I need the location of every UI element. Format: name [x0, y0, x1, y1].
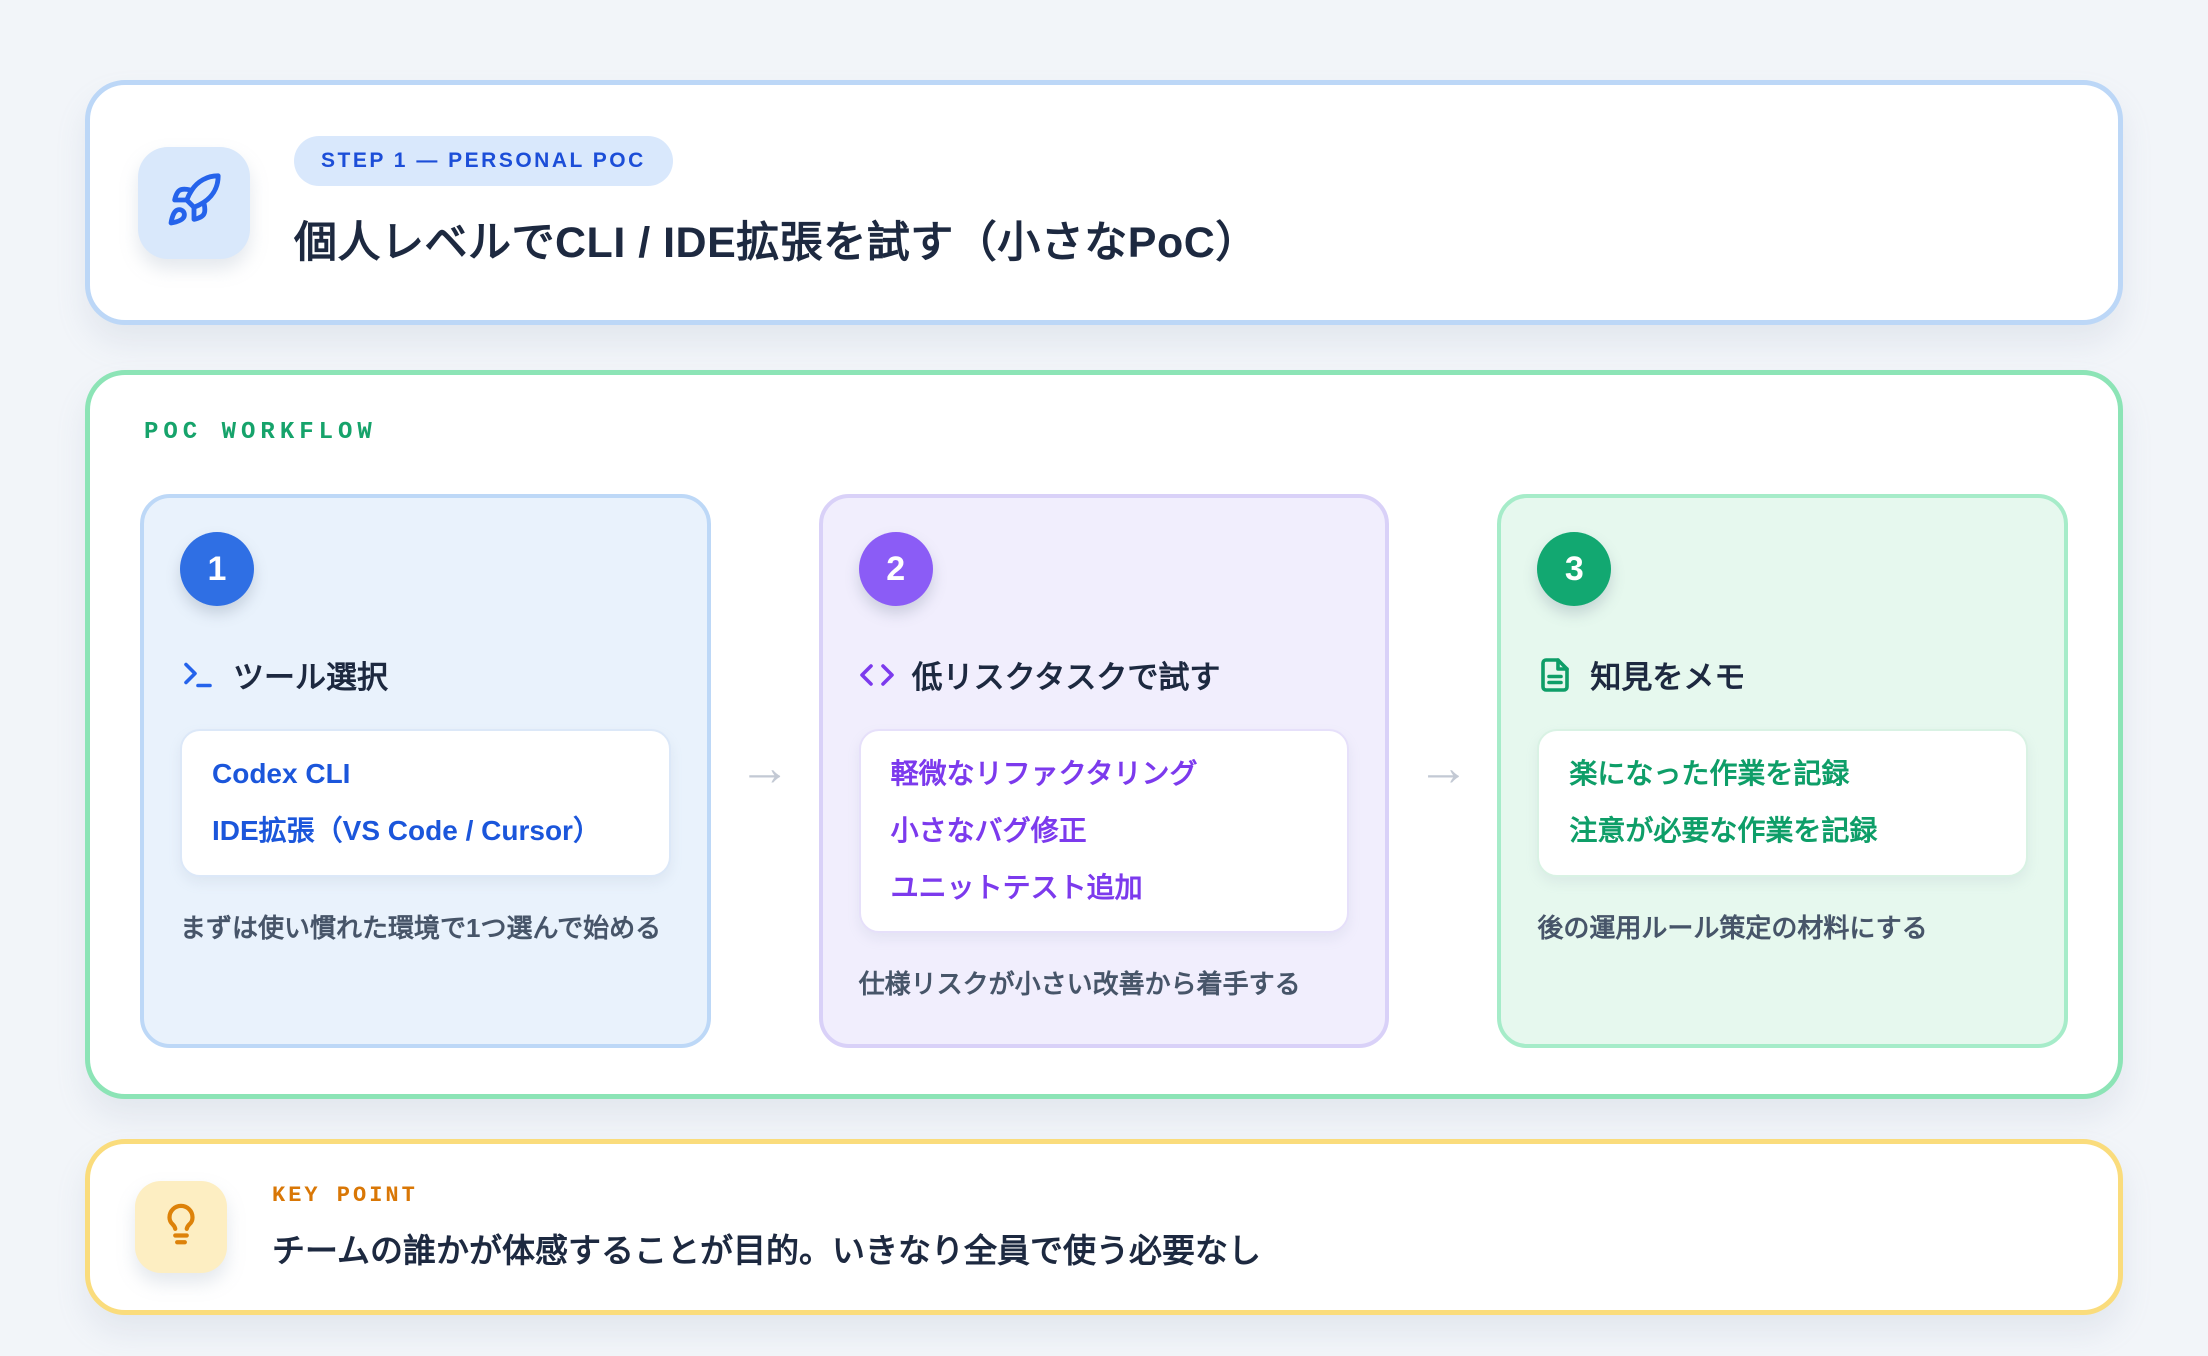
- card-head: 知見をメモ: [1537, 652, 1745, 697]
- workflow-card-low-risk-tasks: 2 低リスクタスクで試す 軽微なリファクタリング 小さなバグ修正 ユニットテスト…: [818, 494, 1390, 1049]
- card-title: ツール選択: [233, 660, 388, 695]
- workflow-cards-row: 1 ツール選択 Codex CLI IDE拡張（VS Code / Cursor…: [140, 494, 2069, 1049]
- keypoint-text: KEY POINT チームの誰かが体感することが目的。いきなり全員で使う必要なし: [272, 1183, 1261, 1272]
- rocket-icon-tile: [138, 146, 250, 259]
- arrow-right-icon: →: [738, 739, 791, 798]
- card-item: 注意が必要な作業を記録: [1569, 814, 1878, 846]
- workflow-label: POC WORKFLOW: [144, 419, 377, 446]
- keypoint-message: チームの誰かが体感することが目的。いきなり全員で使う必要なし: [272, 1231, 1262, 1269]
- header-text: STEP 1 — PERSONAL POC 個人レベルでCLI / IDE拡張を…: [294, 135, 1259, 270]
- header-panel: STEP 1 — PERSONAL POC 個人レベルでCLI / IDE拡張を…: [85, 80, 2123, 325]
- card-item: IDE拡張（VS Code / Cursor）: [212, 814, 601, 846]
- file-text-icon: [1537, 657, 1573, 693]
- card-items-box: 楽になった作業を記録 注意が必要な作業を記録: [1537, 729, 2029, 877]
- step-number-badge: 2: [858, 532, 933, 606]
- card-head: 低リスクタスクで試す: [859, 652, 1221, 697]
- card-item: Codex CLI: [212, 758, 351, 789]
- card-title: 知見をメモ: [1590, 660, 1746, 695]
- workflow-card-note-learnings: 3 知見をメモ 楽になった作業を記録 注意が必要な作業を記録: [1497, 494, 2069, 1049]
- workflow-panel: POC WORKFLOW 1 ツール選択 Codex CLI IDE拡張: [85, 370, 2123, 1100]
- card-title: 低リスクタスクで試す: [911, 660, 1221, 695]
- terminal-icon: [180, 657, 216, 693]
- card-items-box: Codex CLI IDE拡張（VS Code / Cursor）: [180, 729, 671, 877]
- card-item: 楽になった作業を記録: [1569, 758, 1850, 789]
- card-item: 軽微なリファクタリング: [890, 758, 1198, 789]
- keypoint-label: KEY POINT: [272, 1182, 418, 1208]
- page: STEP 1 — PERSONAL POC 個人レベルでCLI / IDE拡張を…: [85, 80, 2123, 1316]
- lightbulb-icon: [158, 1202, 204, 1253]
- card-item: ユニットテスト追加: [890, 871, 1143, 903]
- step-number-badge: 1: [180, 532, 254, 606]
- step-badge: STEP 1 — PERSONAL POC: [294, 135, 673, 186]
- card-caption: 仕様リスクが小さい改善から着手する: [858, 969, 1301, 1000]
- step-number-badge: 3: [1537, 532, 1612, 606]
- page-title: 個人レベルでCLI / IDE拡張を試す（小さなPoC）: [294, 218, 1259, 267]
- card-caption: まずは使い慣れた環境で1つ選んで始める: [180, 912, 662, 943]
- card-head: ツール選択: [180, 652, 388, 697]
- card-item: 小さなバグ修正: [890, 814, 1087, 846]
- lightbulb-icon-tile: [135, 1181, 227, 1274]
- rocket-icon: [165, 171, 223, 234]
- card-caption: 後の運用ルール策定の材料にする: [1537, 912, 1928, 943]
- arrow-right-icon: →: [1417, 739, 1470, 798]
- keypoint-panel: KEY POINT チームの誰かが体感することが目的。いきなり全員で使う必要なし: [85, 1139, 2123, 1316]
- workflow-card-tool-selection: 1 ツール選択 Codex CLI IDE拡張（VS Code / Cursor…: [140, 494, 711, 1049]
- code-icon: [859, 657, 895, 693]
- card-items-box: 軽微なリファクタリング 小さなバグ修正 ユニットテスト追加: [858, 729, 1350, 934]
